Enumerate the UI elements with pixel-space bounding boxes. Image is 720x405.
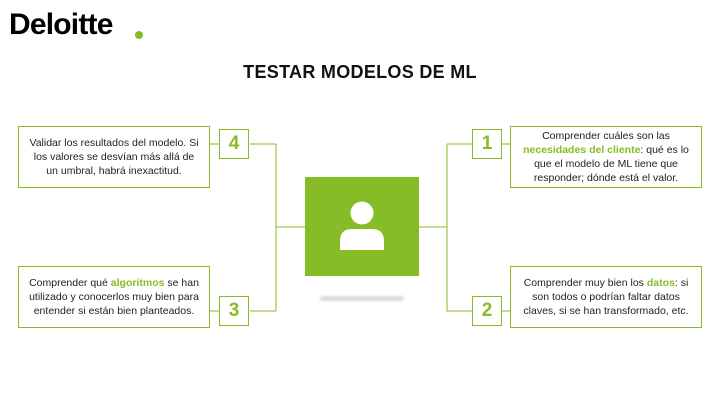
page-title: TESTAR MODELOS DE ML xyxy=(243,62,477,82)
center-shadow xyxy=(320,296,404,301)
item-4-number: 4 xyxy=(219,129,249,159)
center-person-block xyxy=(305,177,419,276)
person-icon xyxy=(340,201,384,250)
item-1-box: Comprender cuáles son las necesidades de… xyxy=(510,126,702,188)
item-2-text: Comprender muy bien los datos: si son to… xyxy=(523,277,689,317)
item-2-box: Comprender muy bien los datos: si son to… xyxy=(510,266,702,328)
item-2-number: 2 xyxy=(472,296,502,326)
item-4-box: Validar los resultados del modelo. Si lo… xyxy=(18,126,210,188)
logo-dot xyxy=(135,31,143,39)
item-1-text: Comprender cuáles son las necesidades de… xyxy=(523,130,689,184)
item-3-box: Comprender qué algoritmos se han utiliza… xyxy=(18,266,210,328)
item-1-number: 1 xyxy=(472,129,502,159)
item-3-text: Comprender qué algoritmos se han utiliza… xyxy=(29,277,199,317)
item-3-number: 3 xyxy=(219,296,249,326)
deloitte-logo: Deloitte xyxy=(9,8,113,41)
item-4-text: Validar los resultados del modelo. Si lo… xyxy=(29,137,199,177)
